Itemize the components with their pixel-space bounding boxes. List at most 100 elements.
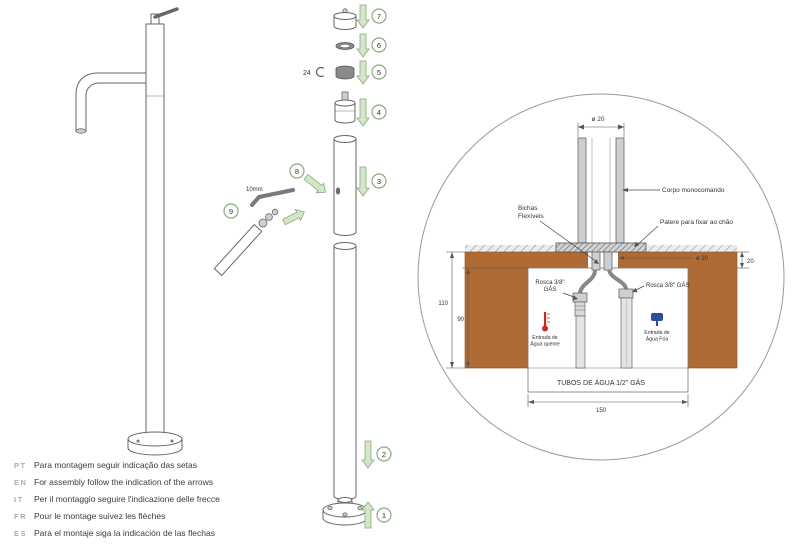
part-nut — [335, 65, 355, 80]
patere-leader — [635, 225, 659, 247]
column-wall-right — [615, 137, 625, 244]
legend-text: For assembly follow the indication of th… — [34, 477, 213, 487]
corpo-leader-arrow — [622, 188, 628, 192]
step-badge-1 — [376, 507, 392, 523]
part-spout-detached — [213, 208, 279, 277]
spout-connector-ring — [271, 208, 279, 216]
faucet-lever — [153, 7, 179, 19]
rosca-right-label: Rosca 3/8" GÁS — [646, 282, 689, 289]
arrow-diagonal-step9 — [282, 208, 305, 226]
set-screw-hole — [335, 187, 341, 195]
legend-code: EN — [14, 478, 27, 487]
dim-20-label: 20 — [747, 259, 754, 265]
part-upper-tube — [333, 135, 357, 236]
dim-arrow — [450, 252, 454, 258]
nut-body — [335, 69, 355, 80]
upper-tube-mouth — [333, 135, 357, 143]
rosca-right-leader-arrow — [632, 287, 638, 293]
flange-bolt-hole — [357, 505, 363, 510]
cartridge-top — [334, 99, 356, 107]
tubos-label: TUBOS DE ÁGUA 1/2" GÁS — [557, 378, 645, 387]
patere-label: Patere para fixar ao chão — [660, 219, 733, 226]
thermometer-bulb-icon — [542, 325, 548, 332]
step-number: 7 — [377, 12, 381, 21]
column-wall-left — [577, 137, 587, 244]
flange-bolt-hole — [327, 505, 333, 510]
wrench-icon-gap — [323, 68, 330, 76]
spout-connector-ring — [265, 213, 273, 221]
step-badges: 7 6 5 4 3 8 9 2 1 — [223, 8, 392, 523]
step-badge-2 — [376, 446, 392, 462]
legend-item-es: ES Para el montaje siga la indicación de… — [14, 528, 215, 538]
step-number: 5 — [377, 68, 381, 77]
step-number: 3 — [377, 177, 381, 186]
bichas-leader-arrow — [593, 259, 599, 264]
flange-bolt-hole — [342, 512, 348, 517]
arrow-down-step3 — [356, 166, 370, 197]
dim-arrow — [450, 362, 454, 368]
legend-code: ES — [14, 529, 27, 538]
base-screw-icon — [136, 439, 140, 443]
legend-code: PT — [14, 461, 27, 470]
dim-arrow — [578, 124, 584, 130]
rosca-left-leader — [562, 292, 575, 298]
adapter-left — [574, 301, 586, 317]
step-number: 9 — [229, 207, 233, 216]
step-number: 6 — [377, 41, 381, 50]
arrow-down-step6 — [356, 33, 370, 58]
dim-arrow — [466, 268, 470, 274]
allen-key-size-label: 10mm — [246, 187, 263, 193]
legend-text: Para montagem seguir indicação das setas — [34, 460, 197, 470]
dim-arrow — [740, 263, 744, 268]
spout-connector-ring — [258, 218, 268, 228]
supply-pipe-hot — [575, 315, 586, 369]
arrow-down-step4 — [356, 98, 370, 127]
flexible-hose-left — [578, 269, 597, 294]
cold-valve-icon — [651, 313, 663, 321]
dim-arrow — [682, 400, 688, 404]
dim-arrow — [618, 124, 624, 130]
lower-tube-fill — [334, 246, 356, 496]
cold-water-callout: Entrada de Água Fria — [644, 313, 670, 343]
legend-text: Para el montaje siga la indicación de la… — [34, 528, 215, 538]
step-badge-6 — [371, 37, 387, 53]
detail-labels: Corpo monocomando Bichas Flexíveis Pater… — [518, 187, 733, 387]
arrow-down-step5 — [356, 60, 370, 85]
cold-entry-label-1: Entrada de — [644, 330, 669, 336]
legend-text: Per il montaggio seguire l'indicazione d… — [34, 494, 220, 504]
legend-item-it: IT Per il montaggio seguire l'indicazion… — [14, 494, 220, 504]
bichas-label-2: Flexíveis — [518, 213, 544, 220]
cap-top — [333, 12, 357, 20]
step-badge-7 — [371, 8, 387, 24]
part-handle-cap — [333, 8, 357, 30]
dimensions: ø 20 ø 20 20 110 90 — [438, 116, 754, 414]
allen-key: 10mm — [246, 187, 295, 207]
ring-inner — [339, 43, 351, 49]
installation-detail: Entrada de Água quente Entrada de Água F… — [417, 93, 785, 461]
faucet-column — [145, 23, 165, 444]
dim-dia-top-label: ø 20 — [591, 116, 604, 123]
assembly-arrows — [282, 4, 375, 529]
bichas-leader — [539, 220, 598, 263]
legend-item-fr: FR Pour le montage suivez les flèches — [14, 511, 165, 521]
part-ring — [335, 42, 355, 50]
rosca-right-leader — [635, 285, 645, 291]
lower-tube-mouth — [333, 242, 357, 250]
arrow-down-step7 — [356, 4, 370, 29]
hot-water-callout: Entrada de Água quente — [530, 312, 560, 348]
fixing-plate — [555, 242, 647, 253]
language-legend: PT Para montagem seguir indicação das se… — [14, 460, 220, 538]
dim-150-label: 150 — [596, 408, 607, 414]
legend-code: FR — [14, 512, 27, 521]
upper-tube-fill — [334, 139, 356, 232]
corpo-label: Corpo monocomando — [662, 187, 725, 194]
recess-cavity — [527, 267, 689, 393]
part-floor-flange — [322, 497, 368, 526]
patere-leader-arrow — [634, 241, 640, 247]
step-badge-8 — [289, 163, 305, 179]
rosca-left-label-2: GÁS — [544, 286, 557, 293]
cold-entry-label-2: Água Fria — [646, 336, 669, 343]
dim-110-label: 110 — [438, 301, 448, 307]
step-number: 8 — [295, 167, 299, 176]
